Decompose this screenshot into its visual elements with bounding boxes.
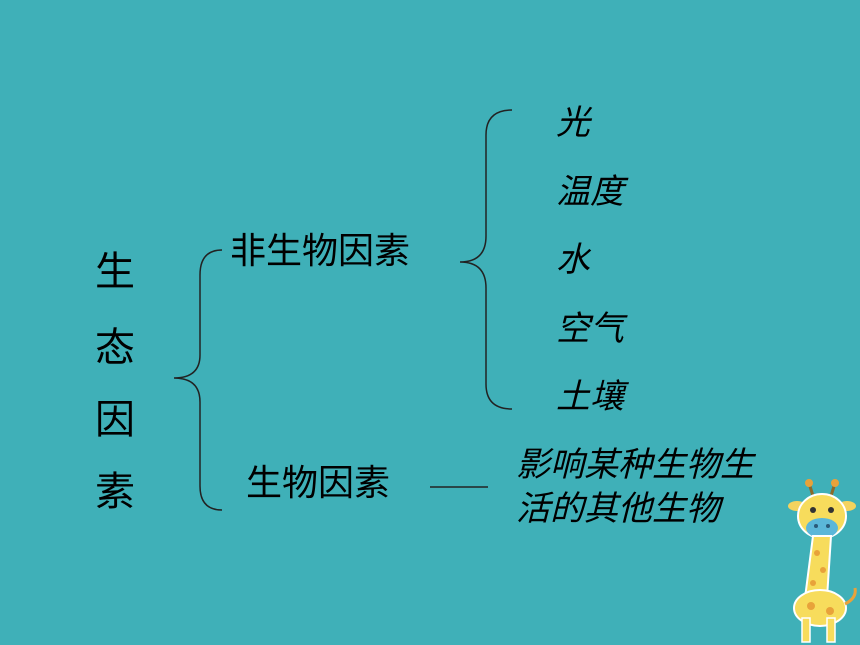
leaf-air: 空气 bbox=[556, 309, 624, 349]
leaf-light: 光 bbox=[556, 103, 590, 143]
root-char-3: 因 bbox=[95, 397, 135, 443]
root-char-2: 态 bbox=[95, 325, 135, 371]
leaf-water: 水 bbox=[556, 240, 590, 280]
abiotic-brace bbox=[459, 109, 513, 410]
biotic-description-line-2: 活的其他生物 bbox=[516, 489, 720, 529]
giraffe-icon bbox=[788, 479, 857, 643]
biotic-label: 生物因素 bbox=[246, 463, 391, 504]
main-brace bbox=[173, 249, 223, 511]
root-char-1: 生 bbox=[95, 249, 135, 295]
leaf-temperature: 温度 bbox=[556, 172, 624, 212]
leaf-soil: 土壤 bbox=[556, 377, 624, 417]
abiotic-label: 非生物因素 bbox=[230, 231, 411, 272]
biotic-description-line-1: 影响某种生物生 bbox=[516, 445, 754, 485]
root-char-4: 素 bbox=[95, 469, 135, 515]
